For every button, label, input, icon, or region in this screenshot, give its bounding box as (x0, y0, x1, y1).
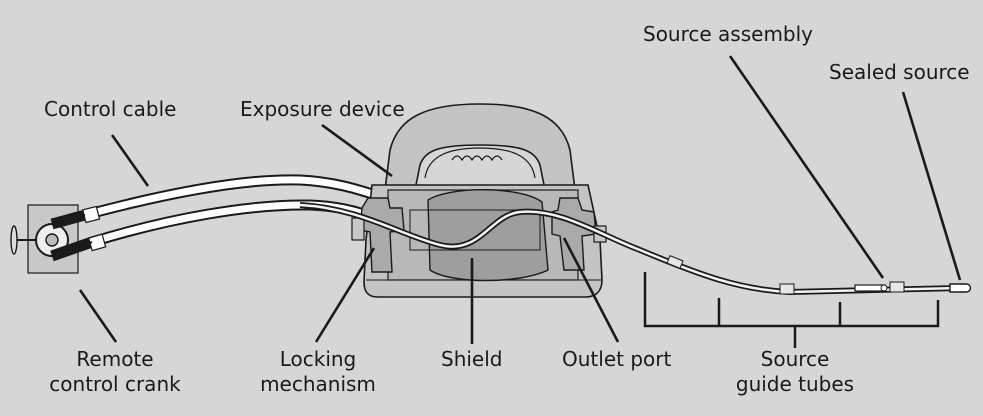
label-guide-line1: Source (760, 347, 830, 371)
label-sealed-source: Sealed source (829, 60, 970, 84)
label-remote-line2: control crank (49, 372, 181, 396)
guide-tubes-bracket (643, 272, 940, 348)
control-cable-upper-fill (84, 176, 387, 219)
handle-grip-bumps (451, 155, 503, 162)
handle-grip (424, 147, 536, 179)
crank-wheel-hub (45, 233, 59, 247)
source-assembly-link (880, 284, 888, 292)
crank-handle (10, 225, 18, 255)
label-exposure-device: Exposure device (240, 97, 405, 121)
leader-control-cable (110, 134, 150, 187)
sealed-source-capsule (949, 283, 972, 293)
cable-ferrule-upper (82, 205, 101, 224)
device-handle (384, 103, 576, 191)
shield-body (427, 189, 549, 282)
s-tube-inner (299, 203, 961, 294)
label-control-cable: Control cable (44, 97, 177, 121)
source-assembly (854, 284, 888, 292)
control-cable-lower-fill (90, 201, 377, 246)
label-shield: Shield (441, 347, 503, 371)
guide-tube-coupler-2 (779, 283, 795, 295)
label-guide-line2: guide tubes (735, 372, 855, 396)
leader-sealed-source (901, 91, 962, 281)
label-source-assembly: Source assembly (643, 22, 814, 46)
label-locking-mechanism: Locking mechanism (248, 347, 388, 397)
source-path-tube (299, 202, 961, 296)
leader-remote-crank (78, 289, 118, 343)
shield-window (409, 209, 541, 251)
label-source-guide-tubes: Source guide tubes (720, 347, 870, 397)
leader-exposure-device (321, 123, 393, 178)
cable-ferrule-lower (87, 233, 107, 252)
label-locking-line1: Locking (279, 347, 357, 371)
leader-lines (78, 55, 962, 344)
label-remote-control-crank: Remote control crank (40, 347, 190, 397)
bracket-line (643, 272, 940, 348)
crank-wire-top (51, 214, 86, 225)
lock-slot (351, 217, 365, 241)
label-locking-line2: mechanism (260, 372, 376, 396)
sealed-source (949, 283, 972, 293)
leader-locking (314, 247, 376, 343)
guide-tube-coupler-1 (666, 255, 684, 269)
guide-tube-coupler-3 (889, 281, 905, 293)
label-remote-line1: Remote (76, 347, 154, 371)
label-outlet-port: Outlet port (562, 347, 672, 371)
crank-wire-bottom (51, 241, 93, 257)
leader-outlet-port (562, 237, 620, 343)
leader-source-assembly (728, 55, 885, 279)
control-cable (50, 174, 387, 262)
locking-mechanism (351, 197, 405, 273)
